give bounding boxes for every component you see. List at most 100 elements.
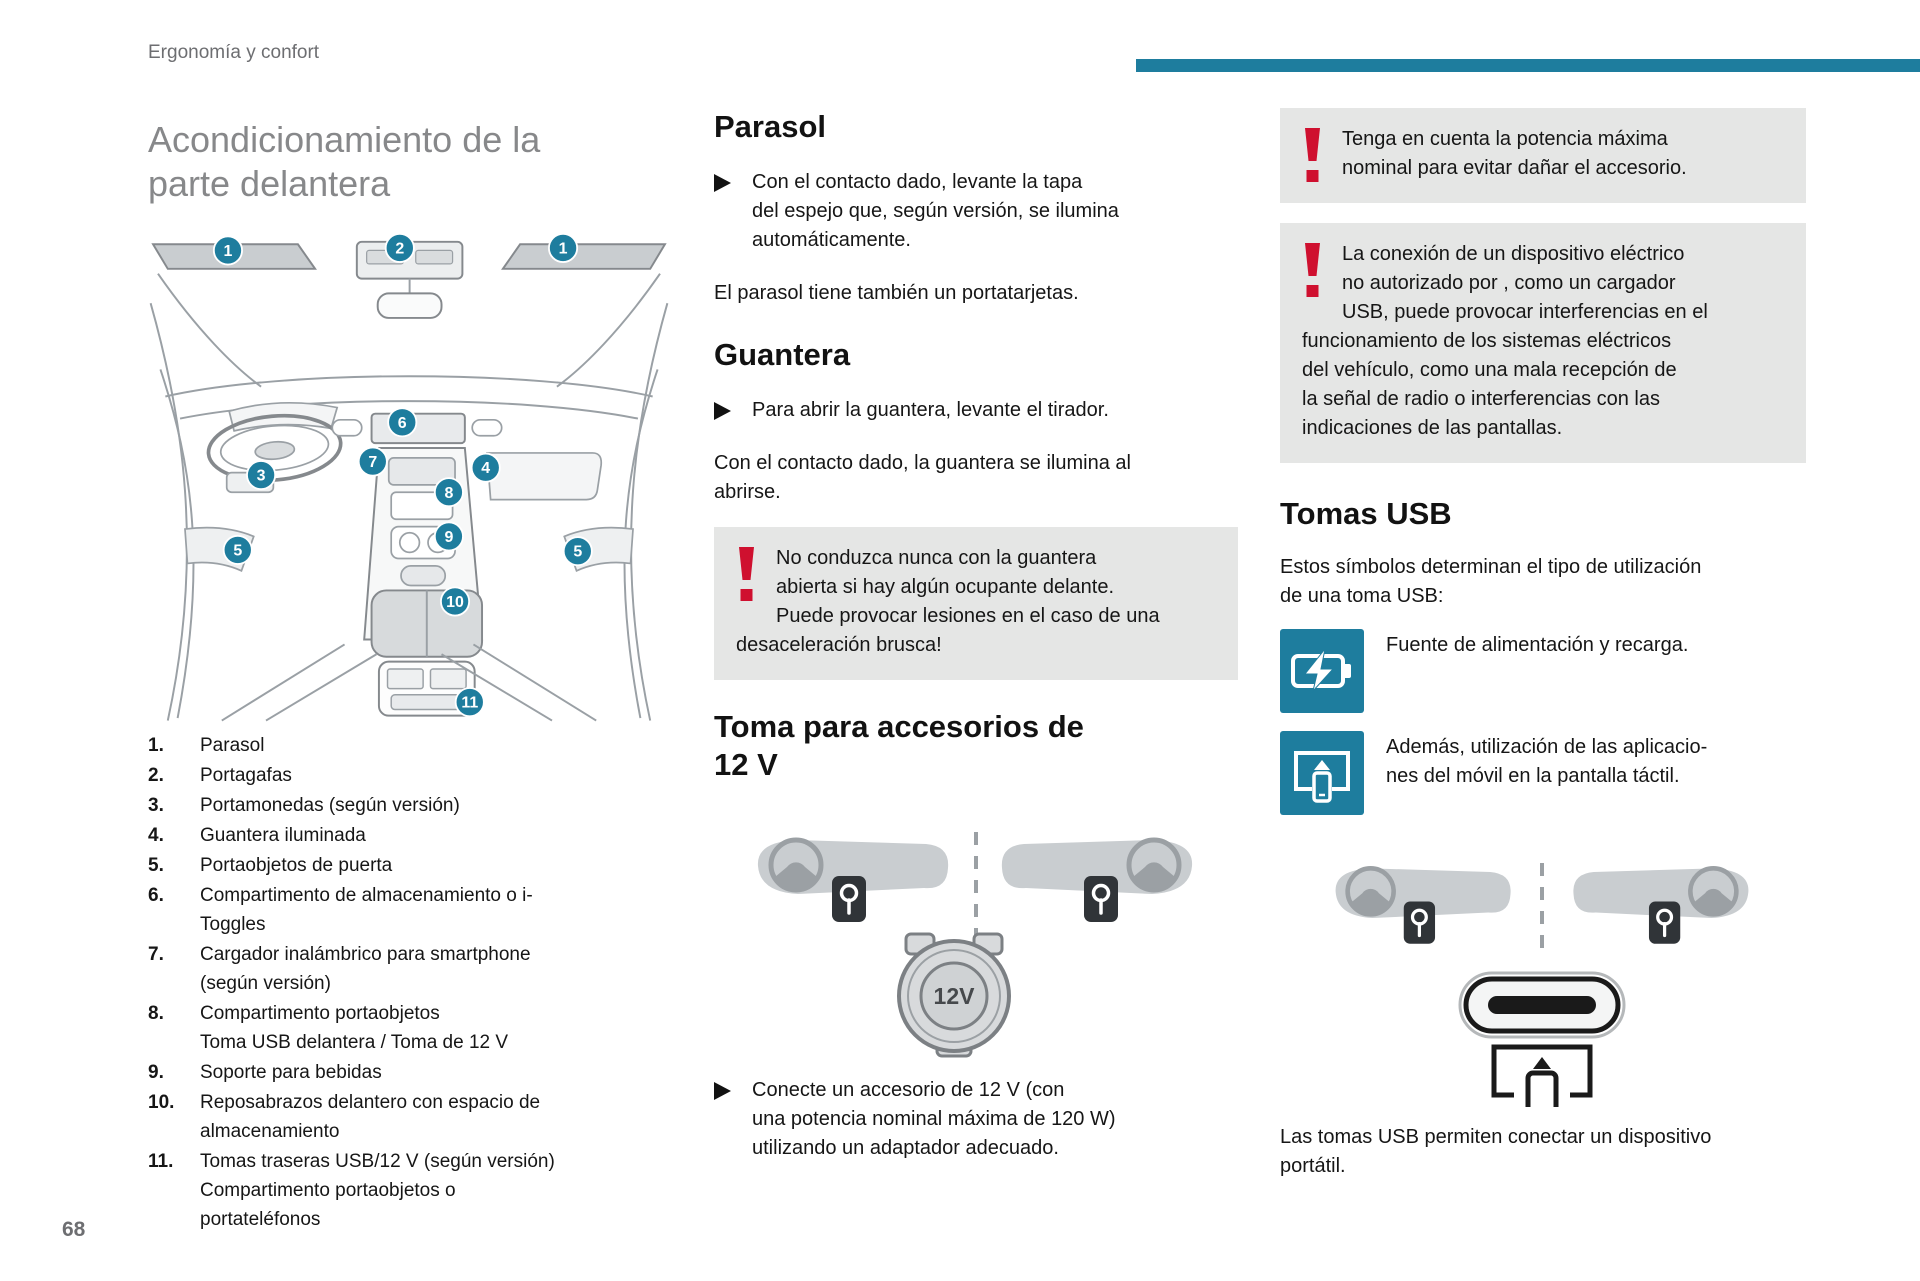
middle-column: Parasol Con el contacto dado, levante la… [714, 108, 1238, 1163]
diagram-legend: 1. Parasol 2. Portagafas 3. Portamonedas (s… [148, 731, 670, 1234]
legend-text: Tomas traseras USB/12 V (según versión) … [200, 1151, 555, 1230]
legend-number: 8. [148, 1003, 164, 1024]
legend-item: 4. Guantera iluminada [148, 821, 670, 850]
ignition-key-icon [1084, 876, 1118, 922]
diagram-marker: 5 [222, 534, 253, 565]
svg-text:2: 2 [395, 240, 404, 257]
svg-text:7: 7 [368, 454, 377, 471]
usb-illustration [1335, 863, 1749, 1107]
page-number: 68 [62, 1218, 86, 1241]
diagram-marker: 10 [439, 586, 471, 617]
legend-item: 5. Portaobjetos de puerta [148, 851, 670, 880]
dashboard-lhd [1335, 866, 1511, 944]
diagram-marker: 1 [212, 235, 243, 266]
action-arrow-icon [714, 402, 731, 420]
paragraph: El parasol tiene también un portatarjeta… [714, 282, 1079, 304]
section-heading-guantera: Guantera [714, 337, 851, 372]
usb-usage-row: Fuente de alimentación y recarga. [1280, 629, 1806, 713]
twelve-volt-socket: 12V [897, 932, 1011, 1058]
diagram-marker: 11 [454, 687, 485, 718]
legend-number: 1. [148, 735, 164, 756]
legend-number: 7. [148, 944, 164, 965]
diagram-marker: 8 [433, 477, 464, 508]
usb-outro: Las tomas USB permiten conectar un dispo… [1280, 1126, 1712, 1177]
warning-exclamation-icon [1305, 243, 1320, 297]
screen-mirroring-icon [1280, 731, 1364, 815]
warning-box: No conduzca nunca con la guantera abiert… [714, 527, 1238, 680]
usb-c-port [1458, 971, 1626, 1039]
legend-item: 10.Reposabrazos delantero con espacio de… [148, 1088, 670, 1146]
legend-number: 9. [148, 1062, 164, 1083]
legend-item: 2. Portagafas [148, 761, 670, 790]
warning-exclamation-icon [739, 547, 754, 601]
svg-text:8: 8 [444, 485, 453, 502]
diagram-marker: 9 [433, 521, 464, 552]
section-header: Ergonomía y confort [148, 42, 320, 63]
dashboard-rhd [1573, 866, 1749, 944]
action-step-text: Para abrir la guantera, levante el tirad… [752, 399, 1109, 421]
svg-text:5: 5 [573, 544, 582, 561]
action-step-text: Conecte un accesorio de 12 V (con una po… [752, 1079, 1116, 1159]
action-step: Para abrir la guantera, levante el tirad… [714, 396, 1238, 425]
warning-text: No conduzca nunca con la guantera abiert… [736, 547, 1160, 656]
legend-text: Portaobjetos de puerta [200, 855, 393, 876]
legend-item: 1. Parasol [148, 731, 670, 760]
diagram-marker: 2 [384, 232, 415, 263]
svg-text:1: 1 [224, 243, 233, 260]
legend-number: 5. [148, 855, 164, 876]
diagram-marker: 6 [387, 407, 418, 438]
svg-text:5: 5 [233, 542, 242, 559]
legend-number: 4. [148, 825, 164, 846]
warning-text: Tenga en cuenta la potencia máxima nomin… [1342, 128, 1687, 179]
legend-text: Compartimento de almacenamiento o i- Tog… [200, 885, 533, 935]
legend-item: 6.Compartimento de almacenamiento o i- T… [148, 881, 670, 939]
socket-label: 12V [934, 983, 976, 1009]
legend-item: 9. Soporte para bebidas [148, 1058, 670, 1087]
usb-usage-row: Además, utilización de las aplicacio- ne… [1280, 731, 1806, 815]
diagram-marker: 3 [246, 460, 277, 491]
diagram-marker: 7 [357, 446, 388, 477]
action-step-text: Con el contacto dado, levante la tapa de… [752, 171, 1119, 251]
diagram-marker: 4 [470, 452, 501, 483]
accent-bar [1136, 59, 1920, 72]
action-arrow-icon [714, 174, 731, 192]
legend-item: 3. Portamonedas (según versión) [148, 791, 670, 820]
svg-text:6: 6 [398, 415, 407, 432]
svg-text:4: 4 [481, 460, 490, 477]
action-step: Conecte un accesorio de 12 V (con una po… [714, 1076, 1238, 1163]
legend-number: 2. [148, 765, 164, 786]
svg-text:10: 10 [446, 594, 464, 611]
legend-text: Portamonedas (según versión) [200, 795, 460, 816]
paragraph: Con el contacto dado, la guantera se ilu… [714, 452, 1131, 503]
dashboard-lhd [757, 837, 949, 922]
section-heading-12v: Toma para accesorios de 12 V [714, 709, 1084, 782]
section-heading-tomas-usb: Tomas USB [1280, 496, 1452, 531]
legend-item: 7. Cargador inalámbrico para smartphone (… [148, 940, 670, 998]
legend-text: Parasol [200, 735, 265, 756]
usb-intro: Estos símbolos determinan el tipo de uti… [1280, 556, 1702, 607]
legend-text: Portagafas [200, 765, 292, 786]
legend-text: Cargador inalámbrico para smartphone (se… [200, 944, 531, 994]
steering-wheel-icon [768, 837, 824, 893]
section-heading-parasol: Parasol [714, 109, 827, 144]
legend-text: Soporte para bebidas [200, 1062, 382, 1083]
warning-box: La conexión de un dispositivo eléctrico … [1280, 223, 1806, 463]
warning-exclamation-icon [1305, 128, 1320, 182]
legend-text: Compartimento portaobjetos Toma USB dela… [200, 1003, 509, 1053]
legend-item: 8. Compartimento portaobjetos Toma USB de… [148, 999, 670, 1057]
right-column: Tenga en cuenta la potencia máxima nomin… [1280, 108, 1806, 1181]
warning-box: Tenga en cuenta la potencia máxima nomin… [1280, 108, 1806, 203]
action-step: Con el contacto dado, levante la tapa de… [714, 168, 1238, 255]
legend-item: 11.Tomas traseras USB/12 V (según versió… [148, 1147, 670, 1234]
ignition-key-icon [1648, 901, 1681, 944]
svg-text:3: 3 [257, 468, 266, 485]
action-arrow-icon [714, 1082, 731, 1100]
steering-wheel-icon [206, 413, 343, 483]
legend-text: Guantera iluminada [200, 825, 366, 846]
legend-text: Reposabrazos delantero con espacio de al… [200, 1092, 541, 1142]
battery-charge-icon [1280, 629, 1364, 713]
legend-number: 3. [148, 795, 164, 816]
left-column: Acondicionamiento de la parte delantera [148, 118, 670, 1235]
diagram-marker: 1 [548, 232, 579, 263]
